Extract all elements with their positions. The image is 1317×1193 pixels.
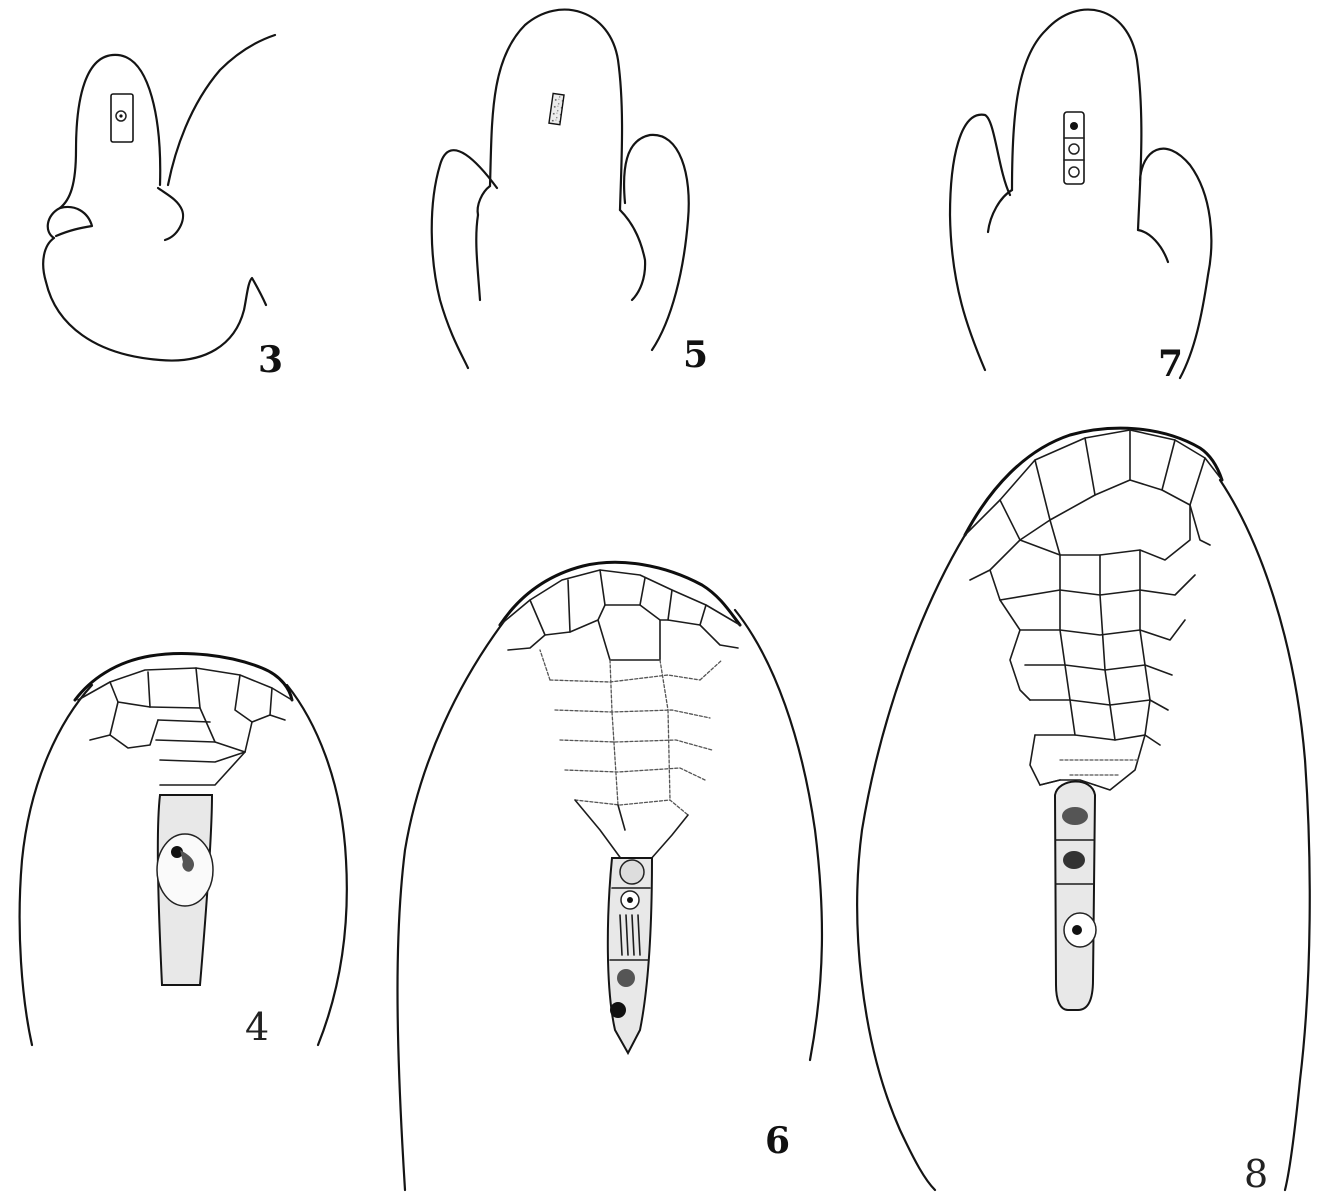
figure-label-8: 8	[1244, 1152, 1268, 1193]
figure-6: 6	[398, 562, 822, 1190]
fig7-nucleus-1	[1070, 122, 1078, 130]
fig4-outline-left	[20, 685, 92, 1045]
figure-4: 4	[20, 653, 347, 1049]
fig6-outline-right	[735, 610, 822, 1060]
fig7-right-leaf-inner	[1138, 230, 1168, 262]
fig6-nucleus-1	[620, 860, 644, 884]
figure-label-3: 3	[258, 339, 283, 381]
fig6-dark-body	[610, 1002, 626, 1018]
fig7-nucleus-3	[1069, 167, 1079, 177]
figure-label-4: 4	[245, 1005, 269, 1049]
figure-7: 7	[950, 10, 1211, 385]
fig6-outline-left	[398, 620, 506, 1190]
fig3-lateral-lobe	[56, 207, 92, 236]
fig5-axis-outline	[476, 215, 480, 300]
fig6-apical-cells	[500, 570, 740, 660]
fig8-outline-left	[857, 535, 965, 1190]
figure-label-6: 6	[765, 1120, 790, 1162]
figure-label-5: 5	[683, 334, 708, 376]
fig7-left-leaf	[950, 115, 1010, 370]
fig5-left-leaf	[432, 150, 497, 368]
fig7-left-leaf-inner	[988, 190, 1012, 232]
fig3-leaf-base	[158, 188, 183, 240]
fig3-nucleolus	[119, 114, 122, 117]
figure-3: 3	[43, 35, 283, 381]
fig8-apical-cells	[965, 430, 1222, 790]
fig7-nucleus-2	[1069, 144, 1079, 154]
fig4-epidermis	[75, 653, 292, 700]
fig5-right-leaf-inner	[620, 210, 645, 300]
fig3-leaf-outline	[168, 35, 275, 185]
fig6-nucleus-3	[617, 969, 635, 987]
fig5-left-leaf-inner	[478, 186, 490, 215]
fig5-dividing-cell	[549, 93, 564, 124]
figure-label-7: 7	[1158, 343, 1183, 385]
fig5-right-leaf	[624, 135, 689, 350]
fig8-nucleus-2	[1063, 851, 1085, 869]
fig4-apical-cells	[78, 668, 292, 785]
fig6-inner-cells	[540, 650, 722, 860]
fig8-nucleolus-3	[1072, 925, 1082, 935]
fig4-outline-right	[287, 685, 347, 1045]
figure-5: 5	[432, 10, 708, 376]
fig6-nucleolus-2	[627, 897, 633, 903]
fig7-primordium-outline	[1012, 10, 1141, 230]
fig8-nucleus-1	[1062, 807, 1088, 825]
figure-8: 8	[857, 428, 1310, 1193]
fig8-outline-right	[1220, 480, 1310, 1190]
